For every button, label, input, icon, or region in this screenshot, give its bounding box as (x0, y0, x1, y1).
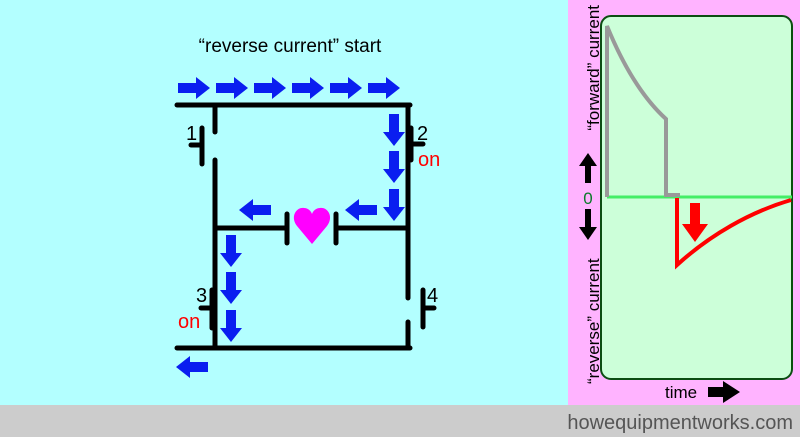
y-top-label: “forward” current (584, 5, 603, 131)
reverse-arrow-icon (682, 203, 708, 242)
down-arrow-icon (579, 209, 597, 240)
circuit (174, 102, 413, 351)
right-arrow-icon (708, 381, 740, 403)
switch-2-label: 2 (417, 123, 428, 145)
switch-2 (408, 125, 426, 163)
forward-current-line (605, 25, 680, 197)
up-arrow-icon (579, 153, 597, 183)
switch-1-label: 1 (186, 123, 197, 145)
switch-1 (188, 125, 205, 167)
zero-label: 0 (583, 189, 592, 208)
switch-4-label: 4 (427, 285, 438, 307)
diagram-title: “reverse current” start (199, 36, 382, 57)
switch-3 (198, 287, 215, 331)
switch-3-label: 3 (196, 285, 207, 307)
x-label: time (665, 383, 697, 402)
reverse-current-line (675, 198, 792, 270)
switch-4 (420, 287, 437, 330)
heart-icon (293, 207, 331, 244)
switch-2-state: on (418, 149, 440, 171)
switch-3-state: on (178, 311, 200, 333)
footer-watermark: howequipmentworks.com (567, 412, 793, 434)
graph-panel: “forward” current 0 “reverse” current ti… (568, 0, 800, 405)
y-bottom-label: “reverse” current (584, 258, 603, 384)
